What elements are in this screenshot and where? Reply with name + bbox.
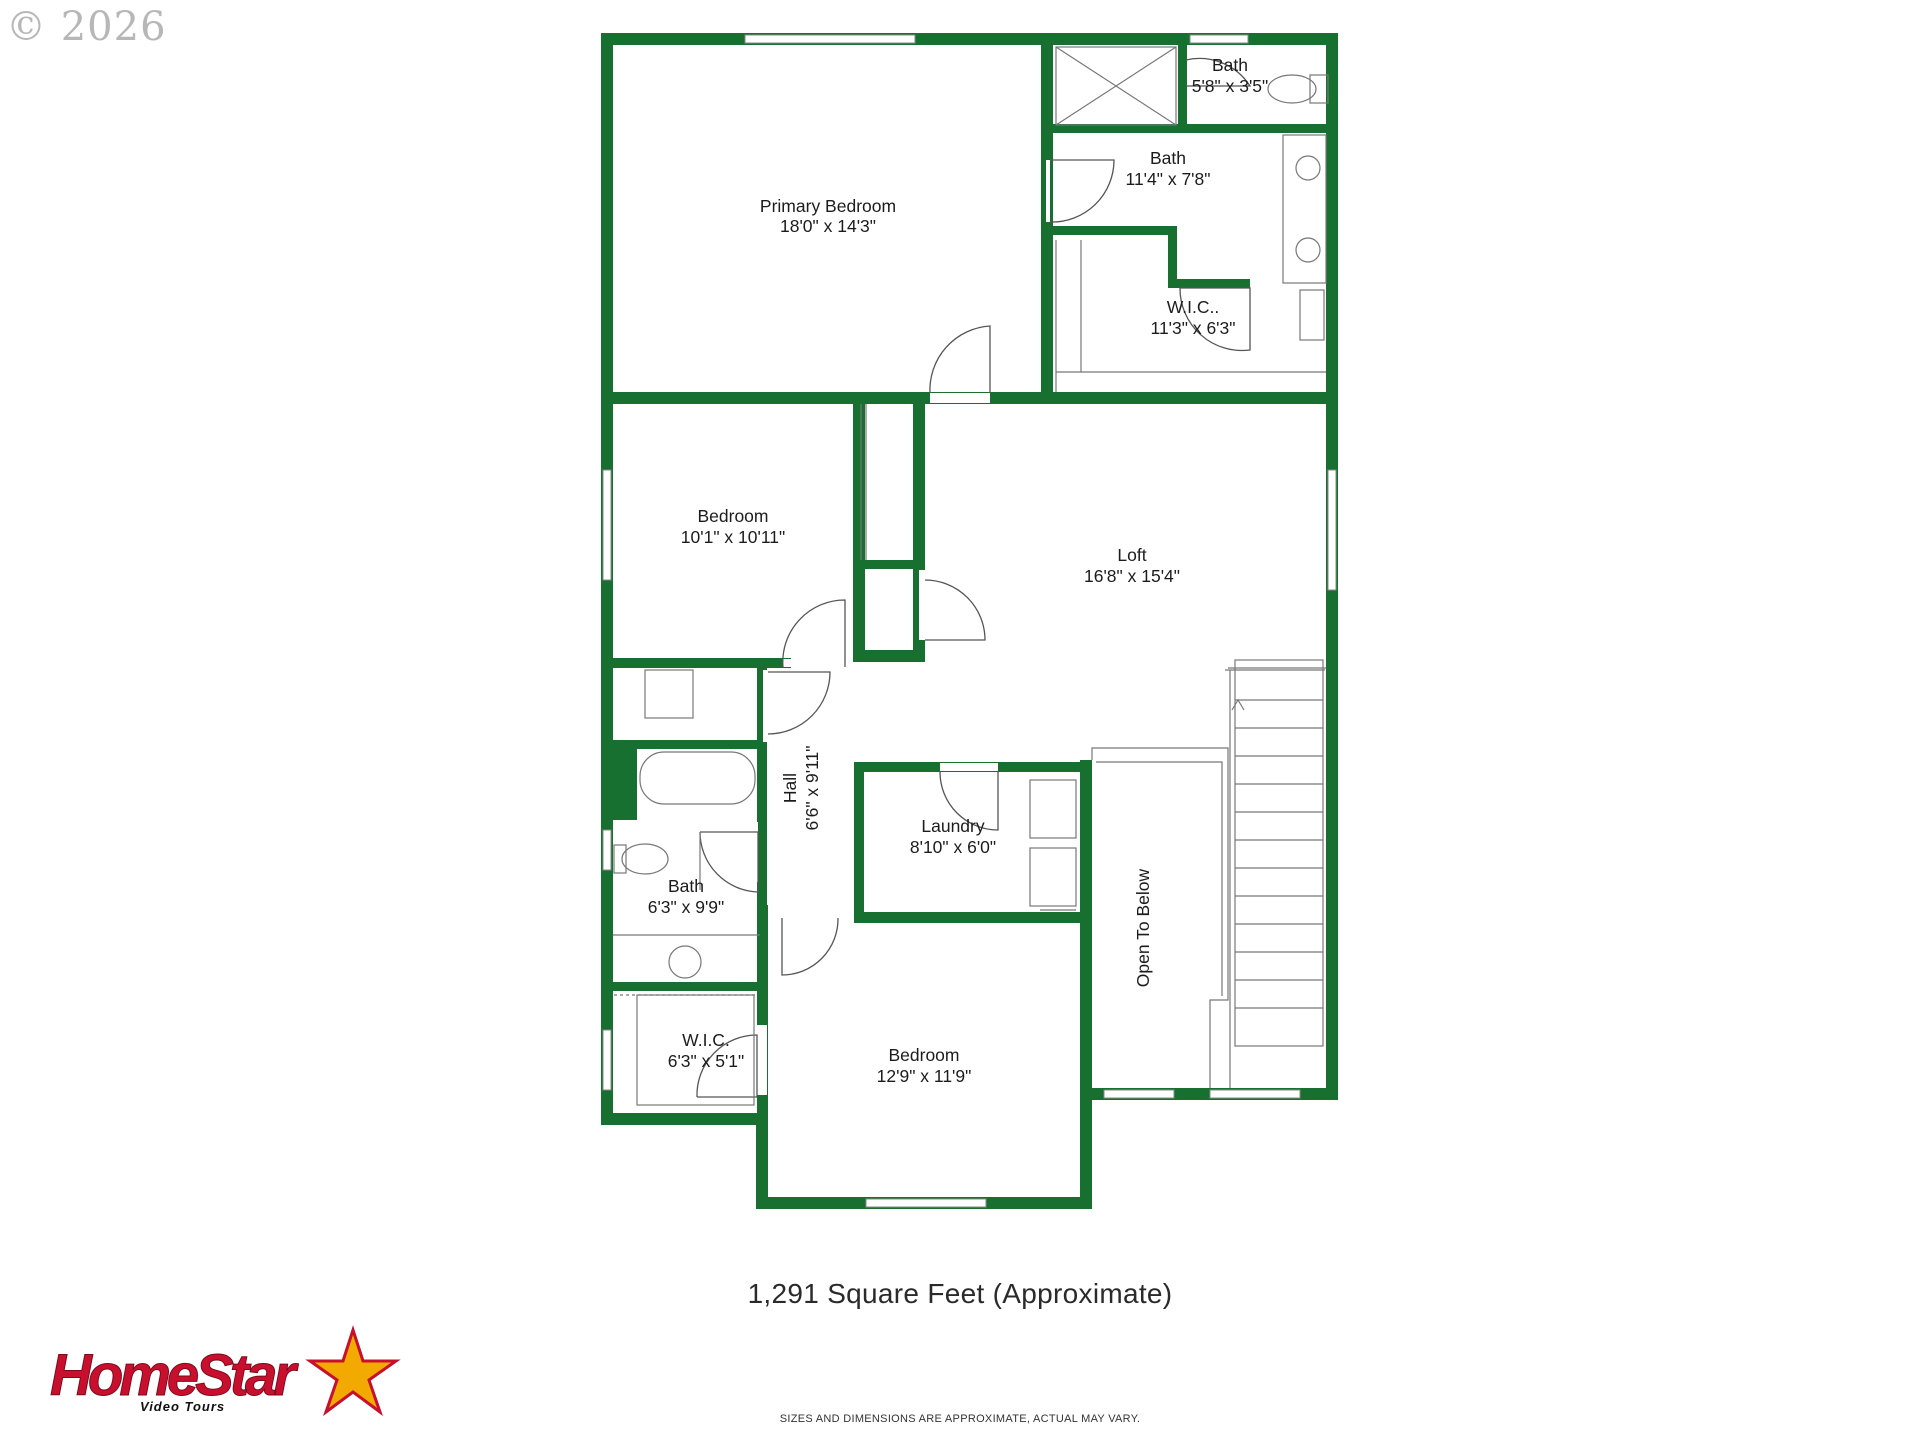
room-open-to-below-label: Open To Below	[1133, 868, 1153, 987]
windows	[602, 34, 1337, 1208]
room-laundry-name: Laundry	[921, 816, 984, 836]
door-gaps	[690, 160, 1050, 1095]
room-bath-hall-name: Bath	[668, 876, 704, 896]
room-hall-dims: 6'6" x 9'11"	[802, 746, 822, 831]
room-loft-dims: 16'8" x 15'4"	[1084, 566, 1180, 586]
room-wic-primary-name: W.I.C..	[1167, 297, 1220, 317]
room-hall-name: Hall	[780, 773, 800, 803]
total-area-text: 1,291 Square Feet (Approximate)	[747, 1278, 1173, 1309]
stair-treads	[1235, 699, 1323, 1009]
logo-tagline-text: Video Tours	[140, 1399, 225, 1414]
room-laundry-dims: 8'10" x 6'0"	[910, 837, 996, 857]
room-bath-hall-dims: 6'3" x 9'9"	[648, 897, 725, 917]
room-bedroom-2-name: Bedroom	[697, 506, 768, 526]
copyright-text: © 2026	[6, 4, 167, 50]
room-bath-small-name: Bath	[1212, 55, 1248, 75]
room-wic-2-name: W.I.C.	[682, 1030, 730, 1050]
room-labels: Primary Bedroom 18'0" x 14'3" Bath 5'8" …	[648, 55, 1269, 1086]
room-wic-2-dims: 6'3" x 5'1"	[668, 1051, 745, 1071]
homestar-logo: HomeStar Video Tours	[50, 1325, 401, 1417]
room-primary-bedroom-dims: 18'0" x 14'3"	[780, 216, 876, 236]
room-bath-primary-name: Bath	[1150, 148, 1186, 168]
room-primary-bedroom-name: Primary Bedroom	[760, 196, 896, 216]
star-icon	[305, 1325, 401, 1417]
room-bedroom-3-dims: 12'9" x 11'9"	[877, 1066, 972, 1086]
disclaimer-text: SIZES AND DIMENSIONS ARE APPROXIMATE, AC…	[779, 1413, 1141, 1425]
fixtures	[613, 46, 1329, 1106]
room-bedroom-3-name: Bedroom	[888, 1045, 959, 1065]
room-wic-primary-dims: 11'3" x 6'3"	[1151, 318, 1236, 338]
room-bath-small-dims: 5'8" x 3'5"	[1192, 76, 1269, 96]
floor-plan: Primary Bedroom 18'0" x 14'3" Bath 5'8" …	[601, 33, 1338, 1209]
door-swings	[696, 57, 1252, 1098]
logo-brand-text: HomeStar	[50, 1343, 299, 1408]
room-bath-primary-dims: 11'4" x 7'8"	[1126, 169, 1211, 189]
room-loft-name: Loft	[1117, 545, 1146, 565]
room-bedroom-2-dims: 10'1" x 10'11"	[681, 527, 785, 547]
